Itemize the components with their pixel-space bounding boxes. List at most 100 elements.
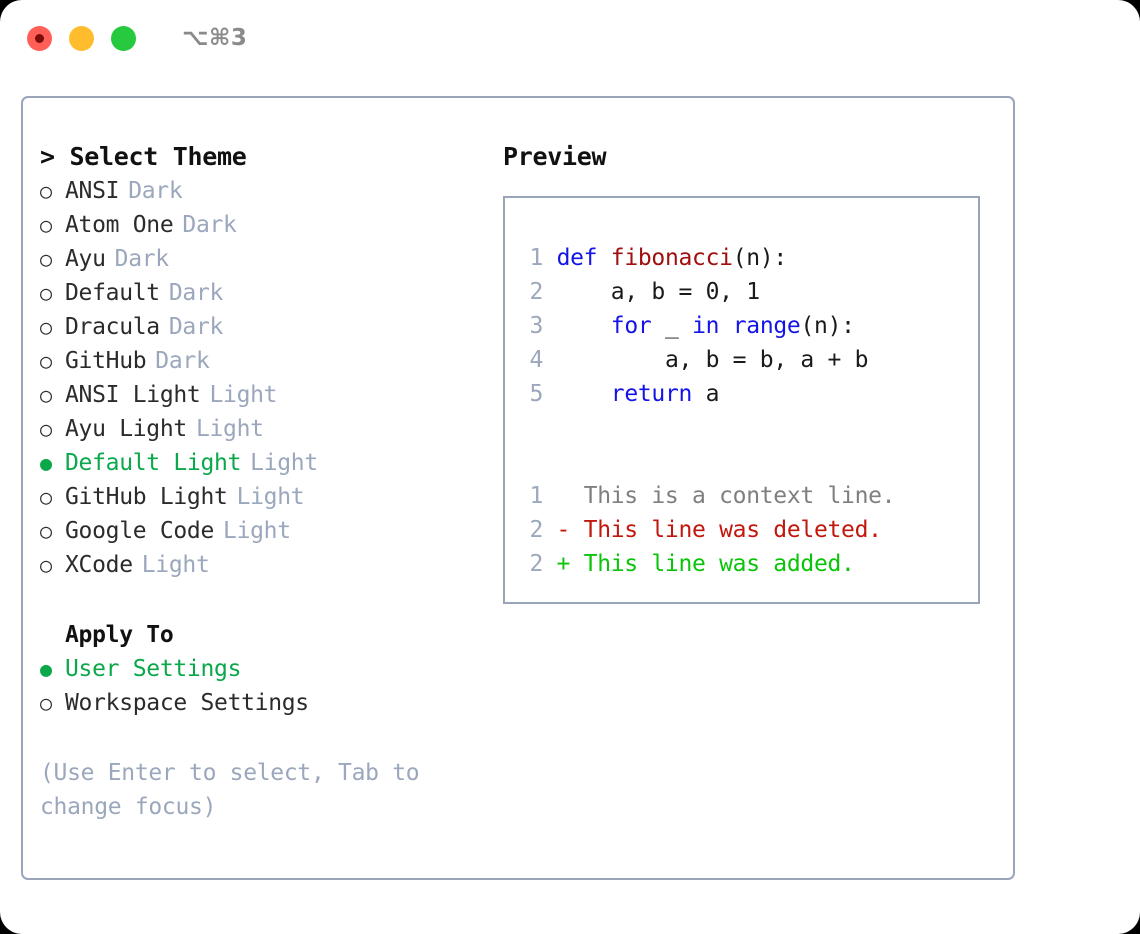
diff-line: 1 This is a context line. [523,479,978,513]
theme-mode-tag: Light [236,484,305,510]
code-token: fibonacci [610,245,733,271]
theme-name-label: Ayu [65,246,106,272]
theme-name-label: GitHub [65,348,147,374]
theme-name-label: ANSI [65,178,120,204]
theme-list-item[interactable]: ○ Default Dark [40,276,503,310]
apply-to-option[interactable]: ● User Settings [40,652,503,686]
radio-unselected-icon: ○ [40,315,52,339]
window-shortcut-label: ⌥⌘3 [182,25,248,51]
line-number: 1 [529,245,543,271]
theme-list-item[interactable]: ○ GitHub Dark [40,344,503,378]
line-number: 4 [529,347,543,373]
radio-unselected-icon: ○ [40,179,52,203]
keyboard-hint-text: (Use Enter to select, Tab to change focu… [40,760,433,820]
diff-line-text: - This line was deleted. [543,517,882,543]
minimize-button-icon[interactable] [69,25,94,51]
theme-list-item[interactable]: ○ Atom One Dark [40,208,503,242]
radio-selected-icon: ● [40,657,52,681]
radio-selected-icon: ● [40,451,52,475]
theme-mode-tag: Light [195,416,264,442]
theme-name-label: Default Light [65,450,242,476]
radio-unselected-icon: ○ [40,691,52,715]
radio-unselected-icon: ○ [40,281,52,305]
theme-list-title: > Select Theme [40,142,247,171]
diff-line-text: This is a context line. [543,483,896,509]
theme-mode-tag: Dark [114,246,170,272]
code-token: a [692,381,720,407]
line-number: 2 [529,279,543,305]
theme-name-label: GitHub Light [65,484,228,510]
apply-to-heading: Apply To [65,622,174,648]
radio-unselected-icon: ○ [40,349,52,373]
radio-unselected-icon: ○ [40,485,52,509]
line-number: 3 [529,313,543,339]
theme-mode-tag: Dark [155,348,210,374]
code-token: for [610,313,652,339]
theme-list-item[interactable]: ○ Google Code Light [40,514,503,548]
theme-name-label: Atom One [65,212,174,238]
theme-list-item[interactable]: ○ GitHub Light Light [40,480,503,514]
theme-mode-tag: Dark [182,212,237,238]
zoom-button-icon[interactable] [111,25,136,51]
diff-sample: 1 This is a context line.2 - This line w… [523,479,978,581]
code-token: return [610,381,693,407]
radio-unselected-icon: ○ [40,417,52,441]
preview-title: Preview [503,142,607,171]
diff-line: 2 - This line was deleted. [523,513,978,547]
theme-name-label: Ayu Light [65,416,187,442]
code-token [557,313,611,339]
code-line: 1 def fibonacci(n): [523,241,978,275]
theme-list-item[interactable]: ○ XCode Light [40,548,503,582]
code-line: 3 for _ in range(n): [523,309,978,343]
theme-mode-tag: Dark [128,178,183,204]
line-number: 2 [529,551,543,577]
code-token: _ [651,313,693,339]
theme-name-label: XCode [65,552,133,578]
radio-unselected-icon: ○ [40,519,52,543]
apply-to-option[interactable]: ○ Workspace Settings [40,686,503,720]
theme-name-label: Dracula [65,314,160,340]
apply-to-option-label: User Settings [65,656,242,682]
code-token: in range [692,313,801,339]
line-number: 5 [529,381,543,407]
theme-list-item[interactable]: ● Default Light Light [40,446,503,480]
diff-line-text: + This line was added. [543,551,855,577]
line-number: 2 [529,517,543,543]
close-button-icon[interactable] [27,25,52,51]
theme-list-item[interactable]: ○ Ayu Light Light [40,412,503,446]
radio-unselected-icon: ○ [40,247,52,271]
theme-name-label: Default [65,280,160,306]
theme-mode-tag: Dark [168,280,224,306]
theme-list-item[interactable]: ○ Dracula Dark [40,310,503,344]
window-titlebar: ⌥⌘3 [0,0,1140,76]
theme-mode-tag: Light [250,450,318,476]
code-token [557,381,611,407]
code-line: 4 a, b = b, a + b [523,343,978,377]
line-number: 1 [529,483,543,509]
theme-mode-tag: Light [223,518,291,544]
apply-to-option-label: Workspace Settings [65,690,309,716]
radio-unselected-icon: ○ [40,553,52,577]
code-token: a, b = 0, 1 [556,279,760,305]
theme-list-item[interactable]: ○ Ayu Dark [40,242,503,276]
section-spacer [40,582,503,618]
code-line: 2 a, b = 0, 1 [523,275,978,309]
code-line: 5 return a [523,377,978,411]
preview-column: Preview 1 def fibonacci(n):2 a, b = 0, 1… [503,98,1013,878]
apply-to-option-list[interactable]: ● User Settings ○ Workspace Settings [40,652,503,720]
radio-unselected-icon: ○ [40,213,52,237]
theme-mode-tag: Light [141,552,210,578]
theme-list-item[interactable]: ○ ANSI Dark [40,174,503,208]
diff-line: 2 + This line was added. [523,547,978,581]
code-token: a, b = b, a + b [556,347,869,373]
theme-mode-tag: Dark [168,314,224,340]
traffic-light-group [27,25,136,51]
code-token: (n): [732,245,788,271]
theme-name-label: Google Code [65,518,215,544]
